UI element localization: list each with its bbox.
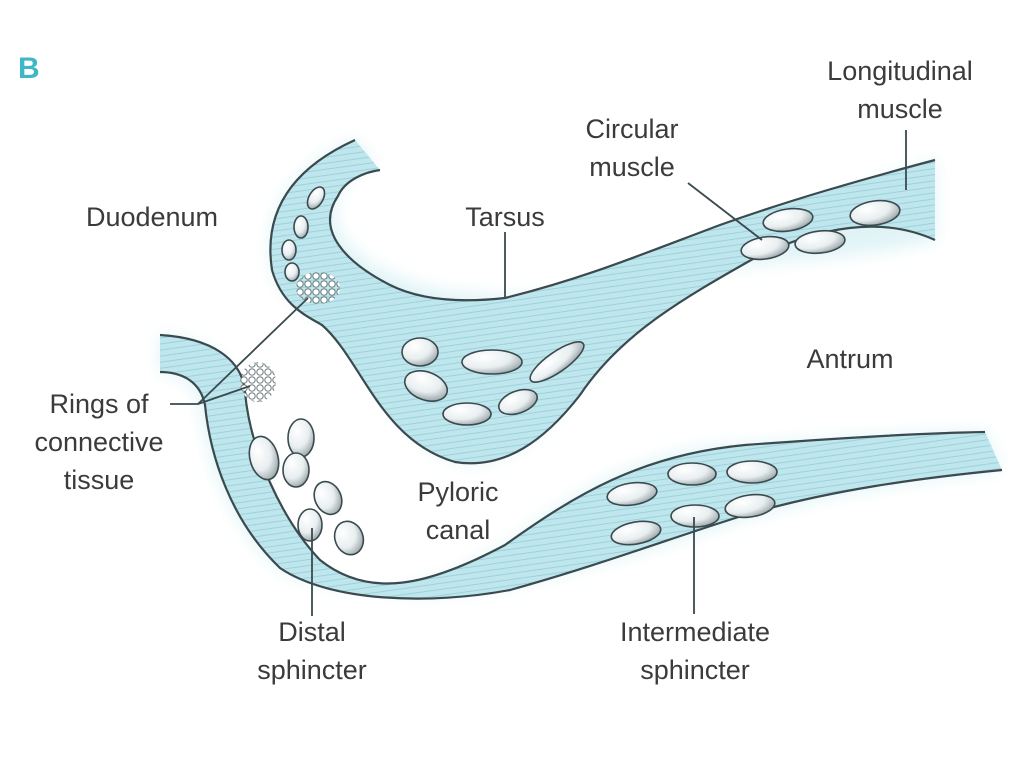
label-longitudinal-muscle: Longitudinal muscle	[827, 56, 973, 124]
label-antrum: Antrum	[806, 344, 894, 374]
upper-muscle-wall	[269, 138, 936, 465]
connective-tissue-rings	[240, 272, 340, 402]
label-rings-of-connective-tissue: Rings of connective tissue	[34, 389, 164, 495]
leader-circular	[687, 182, 763, 241]
label-tarsus: Tarsus	[465, 202, 545, 232]
label-distal-sphincter: Distal sphincter	[257, 617, 367, 685]
muscle-bundles	[248, 186, 901, 556]
leader-rings-lower	[197, 385, 251, 405]
label-duodenum: Duodenum	[85, 202, 219, 232]
label-pyloric-canal: Pyloric canal	[417, 477, 499, 545]
leader-lines	[170, 130, 907, 616]
panel-letter: B	[18, 52, 40, 85]
label-intermediate-sphincter: Intermediate sphincter	[619, 617, 771, 685]
label-circular-muscle: Circular muscle	[585, 114, 679, 182]
